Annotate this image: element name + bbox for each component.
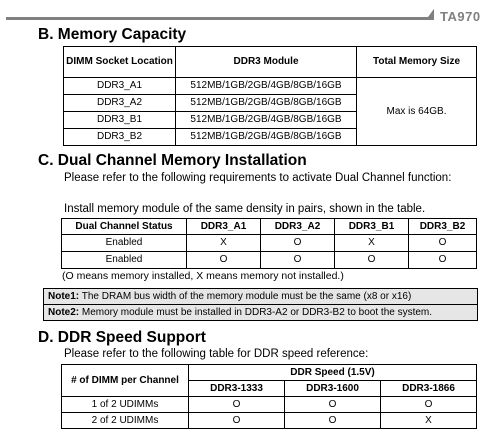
header-ddr3-module: DDR3 Module [175,46,357,78]
header-ddr3-b2: DDR3_B2 [408,218,477,235]
socket-cell: DDR3_A2 [63,94,176,112]
header-total-memory: Total Memory Size [356,46,477,78]
header-dimm-socket: DIMM Socket Location [63,46,176,78]
install-mark-cell: O [260,251,335,269]
socket-cell: DDR3_A1 [63,77,176,95]
speed-support-cell: O [188,396,285,413]
memory-capacity-table: DIMM Socket Location DDR3 Module Total M… [63,46,477,146]
dimm-count-cell: 2 of 2 UDIMMs [61,412,189,429]
install-mark-cell: X [186,234,261,252]
module-cell: 512MB/1GB/2GB/4GB/8GB/16GB [175,77,357,95]
speed-support-cell: X [380,412,477,429]
section-b-title: B. Memory Capacity [38,26,187,43]
note-1: Note1: The DRAM bus width of the memory … [43,288,478,305]
install-mark-cell: O [260,234,335,252]
speed-support-cell: O [284,396,381,413]
module-cell: 512MB/1GB/2GB/4GB/8GB/16GB [175,94,357,112]
section-c-title: C. Dual Channel Memory Installation [38,152,307,169]
socket-cell: DDR3_B2 [63,128,176,146]
header-dimm-per-channel: # of DIMM per Channel [61,364,189,397]
status-cell: Enabled [61,251,187,269]
header-ddr-speed: DDR Speed (1.5V) [188,364,477,381]
speed-support-cell: O [284,412,381,429]
header-dual-channel-status: Dual Channel Status [61,218,187,235]
install-mark-cell: O [408,251,477,269]
section-d-title: D. DDR Speed Support [38,329,206,346]
section-c-intro: Please refer to the following requiremen… [64,172,452,184]
dimm-count-cell: 1 of 2 UDIMMs [61,396,189,413]
speed-support-cell: O [188,412,285,429]
section-d-intro: Please refer to the following table for … [64,348,369,360]
install-mark-cell: X [334,234,409,252]
notes-box: Note1: The DRAM bus width of the memory … [43,288,478,321]
header-ddr3-a2: DDR3_A2 [260,218,335,235]
note-2: Note2: Memory module must be installed i… [43,304,478,321]
status-cell: Enabled [61,234,187,252]
install-legend: (O means memory installed, X means memor… [62,270,344,282]
header-ddr3-1600: DDR3-1600 [284,380,381,397]
module-cell: 512MB/1GB/2GB/4GB/8GB/16GB [175,128,357,146]
total-memory-cell: Max is 64GB. [356,77,477,146]
header-ddr3-a1: DDR3_A1 [186,218,261,235]
header-ddr3-1333: DDR3-1333 [188,380,285,397]
section-c-instruction: Install memory module of the same densit… [64,203,426,215]
dual-channel-table: Dual Channel Status DDR3_A1 DDR3_A2 DDR3… [61,218,477,269]
ddr-speed-table: # of DIMM per Channel DDR Speed (1.5V) D… [61,364,477,429]
socket-cell: DDR3_B1 [63,111,176,129]
install-mark-cell: O [408,234,477,252]
header-rule [6,17,430,20]
module-cell: 512MB/1GB/2GB/4GB/8GB/16GB [175,111,357,129]
header-rule-end [426,9,434,20]
install-mark-cell: O [334,251,409,269]
header-ddr3-b1: DDR3_B1 [334,218,409,235]
brand-label: TA970 [440,9,481,24]
speed-support-cell: O [380,396,477,413]
install-mark-cell: O [186,251,261,269]
header-ddr3-1866: DDR3-1866 [380,380,477,397]
